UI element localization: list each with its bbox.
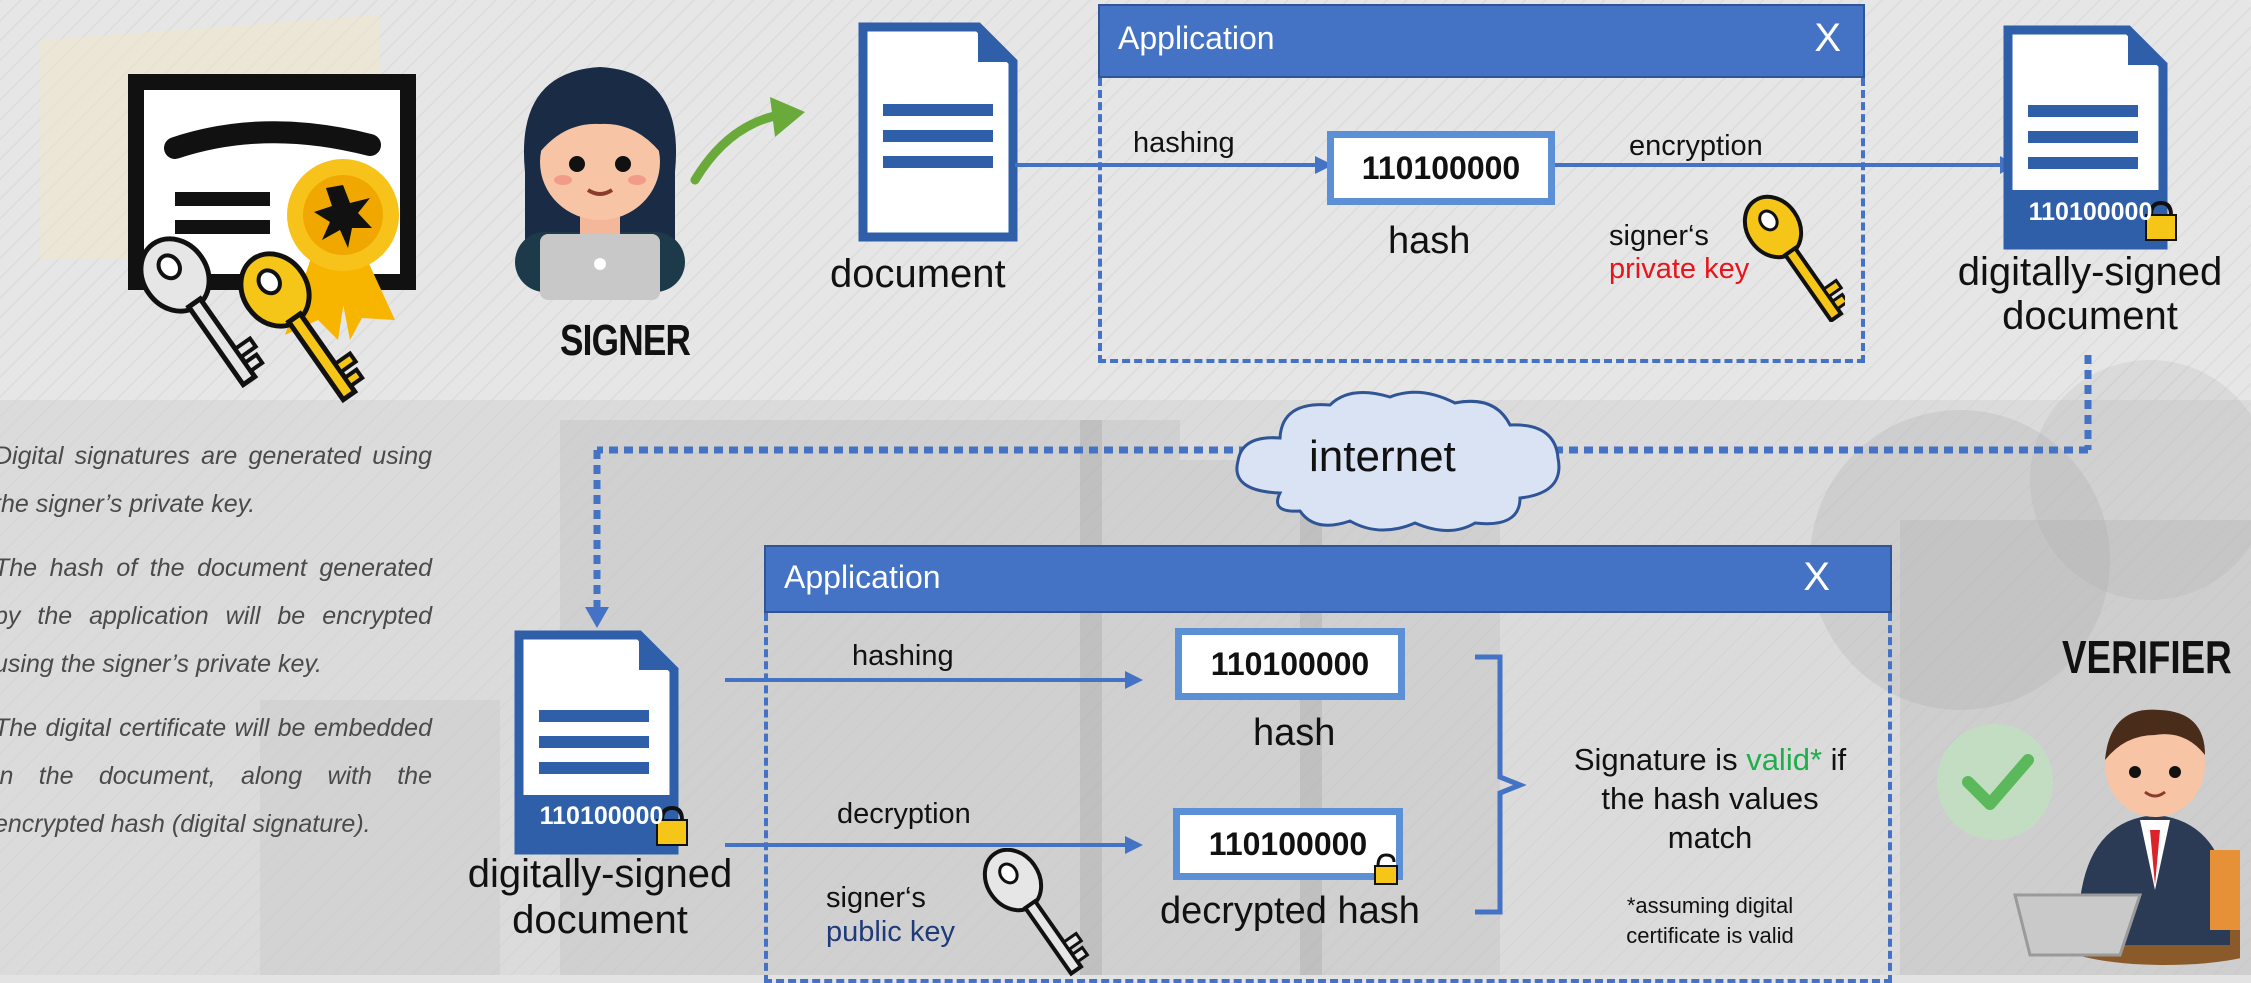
top-hash-caption: hash xyxy=(1388,220,1471,262)
footnote-line2: certificate is valid xyxy=(1626,923,1794,948)
public-key-line1: signer‘s xyxy=(826,882,926,914)
internet-connector xyxy=(585,355,2092,628)
top-hashing-label: hashing xyxy=(1133,127,1235,159)
private-key-icon xyxy=(1742,194,1845,322)
signer-label: SIGNER xyxy=(560,316,691,365)
bottom-hash-box: 110100000 xyxy=(1175,628,1405,700)
green-arrow-icon xyxy=(690,97,805,185)
signed-document-caption-line1: digitally-signed xyxy=(1957,250,2223,294)
result-pre: Signature is xyxy=(1573,742,1747,777)
encryption-label: encryption xyxy=(1629,130,1763,162)
top-hash-box: 110100000 xyxy=(1327,131,1555,205)
silver-key-icon xyxy=(138,236,265,389)
comparison-bracket xyxy=(1475,654,1527,915)
top-application-close-button[interactable]: X xyxy=(1814,16,1841,60)
signed-document-hash: 110100000 xyxy=(2028,198,2153,226)
side-notes: Digital signatures are generated using t… xyxy=(0,432,432,864)
result-line2: the hash values xyxy=(1601,781,1819,816)
document-icon xyxy=(858,22,1018,242)
side-note-3: The digital certificate will be embedded… xyxy=(0,714,432,838)
lock-icon xyxy=(2145,200,2177,241)
signed-document-caption-line2: document xyxy=(2002,294,2178,338)
top-application-titlebar: Application X xyxy=(1098,4,1865,78)
bottom-signed-caption-line1: digitally-signed xyxy=(467,852,733,896)
bottom-hash-caption: hash xyxy=(1253,712,1336,754)
lock-icon xyxy=(656,805,688,846)
gold-key-icon xyxy=(238,251,365,404)
side-note-2: The hash of the document generated by th… xyxy=(0,554,432,678)
bottom-signed-document-icon xyxy=(514,630,688,855)
private-key-line1: signer‘s xyxy=(1609,220,1709,252)
decrypted-hash-box: 110100000 xyxy=(1173,808,1403,880)
bottom-signed-caption-line2: document xyxy=(512,898,688,942)
top-application-title: Application xyxy=(1118,20,1275,56)
internet-cloud-icon xyxy=(1235,390,1561,532)
top-application-body xyxy=(1098,78,1865,363)
check-icon xyxy=(1937,724,2053,840)
footnote-line1: *assuming digital xyxy=(1626,893,1794,918)
result-post: if xyxy=(1822,742,1847,777)
bottom-flow-arrows xyxy=(725,671,1143,854)
decryption-label: decryption xyxy=(837,798,971,830)
internet-label: internet xyxy=(1309,432,1456,481)
public-key-line2: public key xyxy=(826,916,955,948)
side-note-1: Digital signatures are generated using t… xyxy=(0,442,432,518)
certificate-with-keys-illustration xyxy=(40,15,416,404)
result-line3: match xyxy=(1667,820,1753,855)
decrypted-hash-caption: decrypted hash xyxy=(1160,890,1420,932)
verifier-label: VERIFIER xyxy=(2062,631,2232,683)
result-valid: valid* xyxy=(1746,742,1823,777)
bottom-application-close-button[interactable]: X xyxy=(1803,555,1830,599)
result-line1: Signature is valid* if xyxy=(1540,740,1880,779)
bottom-signed-document-hash: 110100000 xyxy=(539,802,664,830)
document-caption: document xyxy=(830,252,1006,296)
bottom-application-title: Application xyxy=(784,559,941,595)
signer-avatar xyxy=(515,67,685,300)
bottom-hashing-label: hashing xyxy=(852,640,954,672)
private-key-line2: private key xyxy=(1609,253,1750,285)
bottom-application-titlebar: Application X xyxy=(764,545,1892,613)
verifier-avatar xyxy=(1937,709,2240,965)
signed-document-icon xyxy=(2003,25,2177,250)
public-key-icon xyxy=(982,848,1090,977)
unlock-icon xyxy=(1374,853,1398,885)
